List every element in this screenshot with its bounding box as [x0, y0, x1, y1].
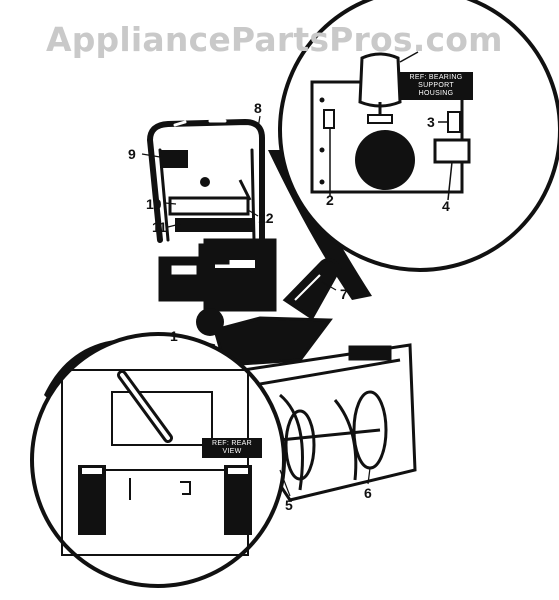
- upper-inset-ref-label: REF: BEARING SUPPORT HOUSING: [399, 72, 473, 100]
- callout-5: 5: [285, 497, 293, 513]
- callout-7: 7: [340, 286, 348, 302]
- callout-3: 3: [427, 114, 435, 130]
- lower-detail-inset: [30, 332, 286, 588]
- leader-lines: [141, 115, 371, 497]
- callout-1: 1: [170, 328, 178, 344]
- callout-4: 4: [442, 198, 450, 214]
- engine-block: [158, 238, 277, 312]
- control-panel: [160, 150, 255, 232]
- upper-detail-inset: [278, 0, 559, 272]
- callout-10: 10: [146, 196, 162, 212]
- callout-8: 8: [254, 100, 262, 116]
- watermark: AppliancePartsPros.com: [46, 20, 503, 59]
- callout-2: 2: [326, 192, 334, 208]
- callout-12: 12: [258, 210, 274, 226]
- discharge-chute: [282, 258, 342, 321]
- callout-9: 9: [128, 146, 136, 162]
- callout-11: 11: [152, 219, 167, 235]
- callout-6: 6: [364, 485, 372, 501]
- lower-inset-ref-label: REF: REAR VIEW: [202, 438, 262, 458]
